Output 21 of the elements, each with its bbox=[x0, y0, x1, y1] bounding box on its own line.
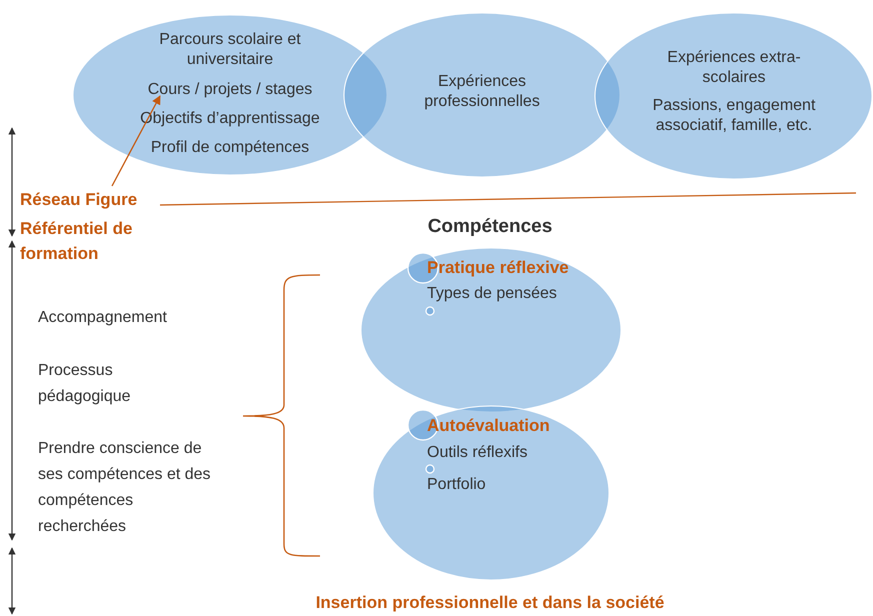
side-heading: Référentiel de formation bbox=[20, 218, 134, 265]
section-heading: Compétences bbox=[426, 215, 554, 239]
heading: Pratique réflexive bbox=[427, 258, 570, 278]
bubble-ellipse bbox=[372, 405, 610, 581]
item-text: Profil de compétences bbox=[150, 138, 310, 158]
item-text: Cours / projets / stages bbox=[146, 80, 314, 100]
heading: Autoévaluation bbox=[427, 416, 551, 436]
step-text: Processus pédagogique bbox=[38, 361, 132, 407]
step-text: Prendre conscience de ses compétences et des compétences recherchées bbox=[38, 439, 212, 537]
item-text: Expériences extra-scolaires bbox=[666, 48, 802, 88]
footer-heading: Insertion professionnelle et dans la société bbox=[314, 592, 666, 614]
item-text: Passions, engagement associatif, famille, etc. bbox=[652, 96, 816, 136]
item-text: Portfolio bbox=[427, 475, 487, 495]
item-text: Outils réflexifs bbox=[427, 443, 528, 463]
item-text: Parcours scolaire et universitaire bbox=[158, 30, 302, 70]
item-text: Types de pensées bbox=[427, 284, 558, 304]
side-heading: Réseau Figure bbox=[20, 190, 138, 210]
venn-ellipse bbox=[594, 12, 873, 180]
arrow bbox=[111, 95, 161, 186]
item-text: Expériences professionnelles bbox=[423, 72, 541, 112]
step-text: Accompagnement bbox=[38, 308, 168, 328]
